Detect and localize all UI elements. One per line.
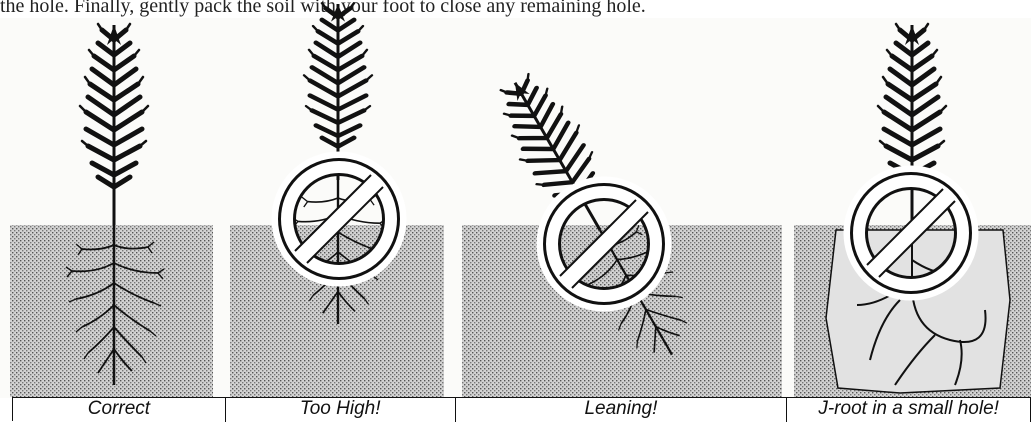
caption-bar: Correct Too High! Leaning! J-root in a s… <box>12 397 1031 421</box>
tree <box>80 24 148 225</box>
soil-block <box>10 225 213 397</box>
panel-j-root <box>794 24 1031 397</box>
caption-correct: Correct <box>13 398 226 422</box>
caption-j-root: J-root in a small hole! <box>787 398 1031 422</box>
caption-too-high: Too High! <box>226 398 456 422</box>
soil-block <box>462 225 782 397</box>
panel-too-high <box>230 3 444 397</box>
panel-correct <box>10 24 213 397</box>
panel-leaning <box>462 60 782 397</box>
caption-leaning: Leaning! <box>456 398 788 422</box>
